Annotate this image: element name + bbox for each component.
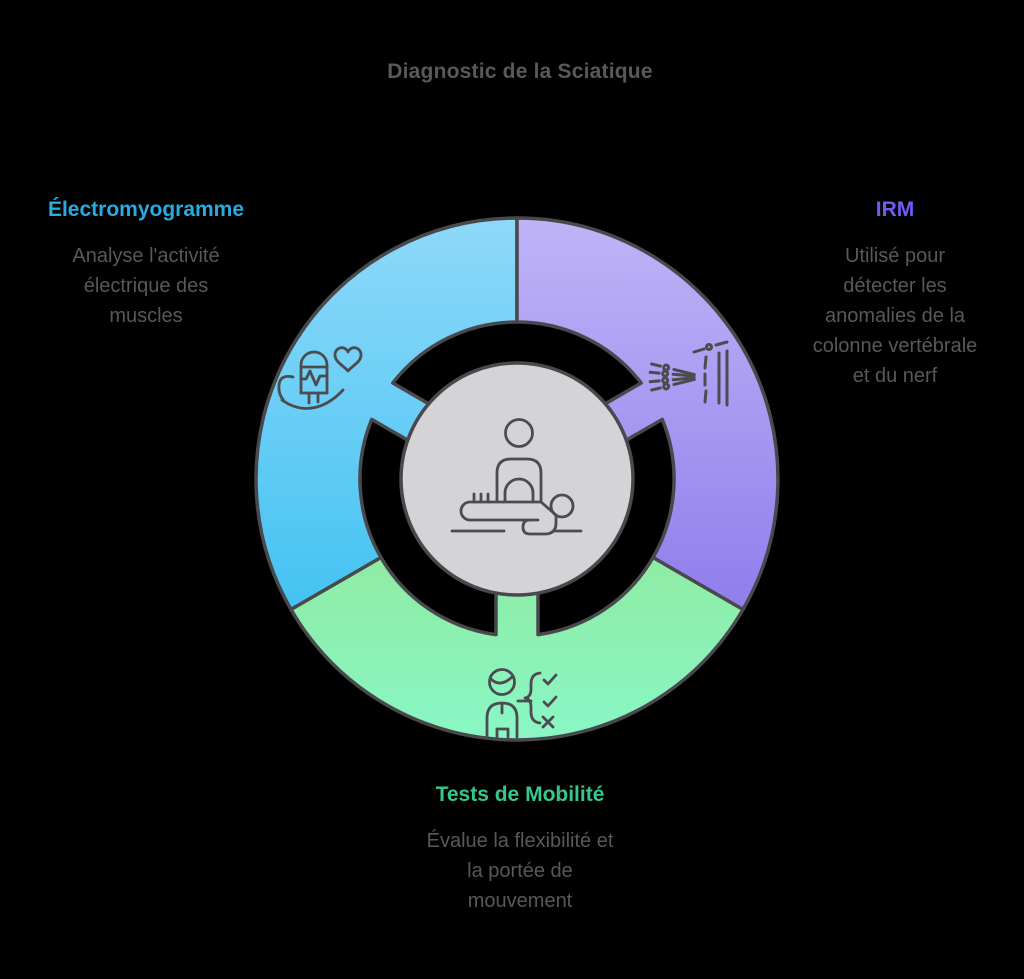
person-checklist-icon <box>485 668 558 739</box>
segment-irm <box>515 216 780 612</box>
section-electromyogramme-description: Analyse l'activité électrique des muscle… <box>72 245 220 327</box>
segment-tests-mobilite <box>289 555 745 742</box>
section-electromyogramme-label: Électromyogramme <box>47 198 245 221</box>
hand-ecg-heart-icon <box>277 346 363 410</box>
section-irm-label: IRM <box>875 198 915 221</box>
skeletal-hand-xray-icon <box>648 340 729 407</box>
section-tests-mobilite: Tests de Mobilité Évalue la flexibilité … <box>395 782 645 916</box>
section-irm: IRM Utilisé pour détecter les anomalies … <box>795 197 995 391</box>
physiotherapy-massage-table-icon <box>450 418 583 536</box>
section-irm-description: Utilisé pour détecter les anomalies de l… <box>812 245 978 387</box>
diagram-title: Diagnostic de la Sciatique <box>387 60 653 83</box>
section-electromyogramme: Électromyogramme Analyse l'activité élec… <box>21 197 271 331</box>
section-tests-mobilite-label: Tests de Mobilité <box>435 783 605 806</box>
section-tests-mobilite-description: Évalue la flexibilité et la portée de mo… <box>426 830 614 912</box>
segment-electromyogramme <box>254 216 519 612</box>
